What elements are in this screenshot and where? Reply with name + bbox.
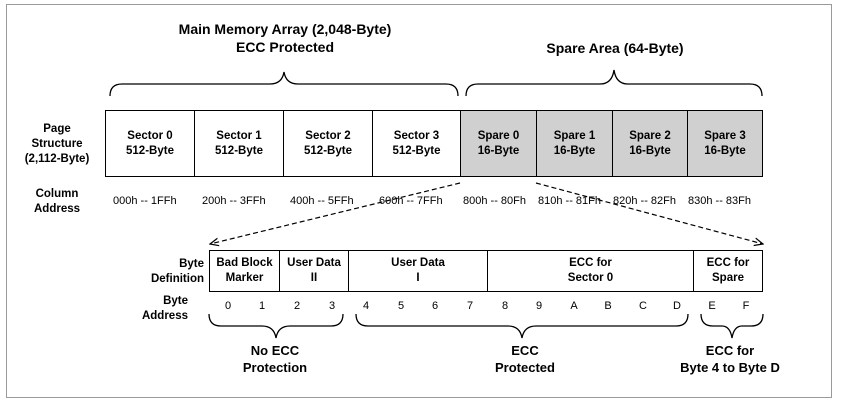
page-cell-size: 16-Byte: [553, 144, 596, 157]
byte-def-user-data-i: User Data I: [348, 250, 488, 292]
byte-def-line2: I: [416, 272, 420, 284]
byte-address-label-line2: Address: [141, 310, 188, 322]
page-cell-spare-3: Spare 3 16-Byte: [687, 110, 763, 177]
byte-address-label-line1: Byte: [163, 295, 188, 307]
page-cell-name: Spare 2: [629, 129, 671, 142]
byte-definition-label-line1: Byte: [179, 258, 204, 270]
byte-address-e: E: [708, 300, 716, 312]
byte-address-6: 6: [431, 300, 439, 312]
page-structure-label: Page Structure (2,112-Byte): [14, 122, 100, 167]
page-structure-label-line3: (2,112-Byte): [24, 153, 90, 165]
byte-address-0: 0: [224, 300, 232, 312]
page-structure-label-line1: Page: [43, 123, 71, 135]
main-array-title-line2: ECC Protected: [235, 39, 335, 55]
page-cell-name: Spare 3: [704, 129, 746, 142]
column-address-spare-3: 830h -- 83Fh: [688, 195, 751, 207]
spare-area-title: Spare Area (64-Byte): [546, 40, 684, 56]
page-cell-size: 16-Byte: [477, 144, 520, 157]
column-address-sector-3: 600h -- 7FFh: [379, 195, 443, 207]
page-structure-label-line2: Structure: [31, 138, 83, 150]
no-ecc-protection-label: No ECC Protection: [210, 342, 340, 376]
brace-ecc-for-bytes: [700, 313, 764, 339]
page-cell-size: 16-Byte: [704, 144, 746, 157]
byte-def-line2: Marker: [225, 272, 264, 284]
page-cell-name: Sector 1: [216, 129, 262, 142]
byte-def-line1: ECC for: [706, 257, 750, 269]
byte-def-bad-block-marker: Bad Block Marker: [209, 250, 280, 292]
ecc-protected-label: ECC Protected: [455, 342, 595, 376]
byte-def-ecc-sector-0: ECC for Sector 0: [487, 250, 694, 292]
byte-address-a: A: [570, 300, 578, 312]
page-cell-spare-1: Spare 1 16-Byte: [536, 110, 613, 177]
byte-address-5: 5: [397, 300, 405, 312]
main-array-title-line1: Main Memory Array (2,048-Byte): [178, 21, 392, 37]
byte-address-2: 2: [293, 300, 301, 312]
byte-address-label: Byte Address: [120, 294, 188, 324]
ecc-for-label-line1: ECC for: [705, 343, 755, 358]
ecc-for-bytes-label: ECC for Byte 4 to Byte D: [660, 342, 800, 376]
ecc-for-label-line2: Byte 4 to Byte D: [680, 360, 780, 375]
page-cell-spare-0: Spare 0 16-Byte: [460, 110, 537, 177]
column-address-spare-1: 810h -- 81Fh: [538, 195, 601, 207]
page-cell-name: Spare 1: [553, 129, 596, 142]
page-cell-name: Sector 0: [127, 129, 173, 142]
byte-address-4: 4: [362, 300, 370, 312]
brace-spare-area: [465, 69, 763, 97]
page-cell-sector-1: Sector 1 512-Byte: [194, 110, 284, 177]
byte-address-c: C: [639, 300, 647, 312]
page-cell-size: 512-Byte: [215, 144, 263, 157]
page-cell-size: 16-Byte: [629, 144, 671, 157]
diagram-frame: [6, 4, 832, 398]
zoom-line-right: [535, 182, 763, 244]
byte-definition-label: Byte Definition: [120, 257, 204, 287]
page-cell-size: 512-Byte: [392, 144, 441, 157]
no-ecc-label-line1: No ECC: [250, 343, 300, 358]
page-cell-sector-3: Sector 3 512-Byte: [372, 110, 461, 177]
byte-def-line1: ECC for: [569, 257, 612, 269]
column-address-sector-2: 400h -- 5FFh: [290, 195, 354, 207]
column-address-spare-2: 820h -- 82Fh: [613, 195, 676, 207]
column-address-sector-1: 200h -- 3FFh: [202, 195, 266, 207]
column-address-label-line2: Address: [33, 203, 81, 215]
byte-address-1: 1: [258, 300, 266, 312]
byte-address-f: F: [742, 300, 750, 312]
ecc-protected-label-line2: Protected: [495, 360, 555, 375]
brace-no-ecc: [208, 313, 344, 339]
main-array-title: Main Memory Array (2,048-Byte) ECC Prote…: [140, 20, 430, 56]
page-cell-name: Sector 2: [305, 129, 351, 142]
zoom-line-left: [210, 182, 461, 244]
byte-address-b: B: [604, 300, 612, 312]
byte-def-line1: User Data: [287, 257, 341, 269]
byte-address-3: 3: [328, 300, 336, 312]
column-address-label-line1: Column: [35, 188, 79, 200]
page-cell-name: Sector 3: [393, 129, 440, 142]
page-cell-name: Spare 0: [477, 129, 520, 142]
column-address-sector-0: 000h -- 1FFh: [113, 195, 177, 207]
page-cell-spare-2: Spare 2 16-Byte: [612, 110, 688, 177]
brace-ecc-protected: [355, 313, 689, 339]
byte-address-7: 7: [466, 300, 474, 312]
byte-address-d: D: [673, 300, 681, 312]
byte-def-line2: II: [310, 272, 318, 284]
page-cell-sector-0: Sector 0 512-Byte: [105, 110, 195, 177]
column-address-label: Column Address: [14, 187, 100, 217]
brace-main-memory: [109, 71, 459, 97]
byte-def-line1: User Data: [391, 257, 445, 269]
page-cell-size: 512-Byte: [304, 144, 352, 157]
byte-def-line2: Spare: [712, 272, 744, 284]
byte-address-9: 9: [535, 300, 543, 312]
byte-def-line1: Bad Block: [216, 257, 273, 269]
ecc-protected-label-line1: ECC: [511, 343, 539, 358]
byte-def-ecc-spare: ECC for Spare: [693, 250, 763, 292]
column-address-spare-0: 800h -- 80Fh: [463, 195, 526, 207]
byte-definition-label-line2: Definition: [150, 273, 204, 285]
page-cell-size: 512-Byte: [126, 144, 174, 157]
no-ecc-label-line2: Protection: [242, 360, 308, 375]
byte-address-8: 8: [501, 300, 509, 312]
byte-def-line2: Sector 0: [567, 272, 614, 284]
